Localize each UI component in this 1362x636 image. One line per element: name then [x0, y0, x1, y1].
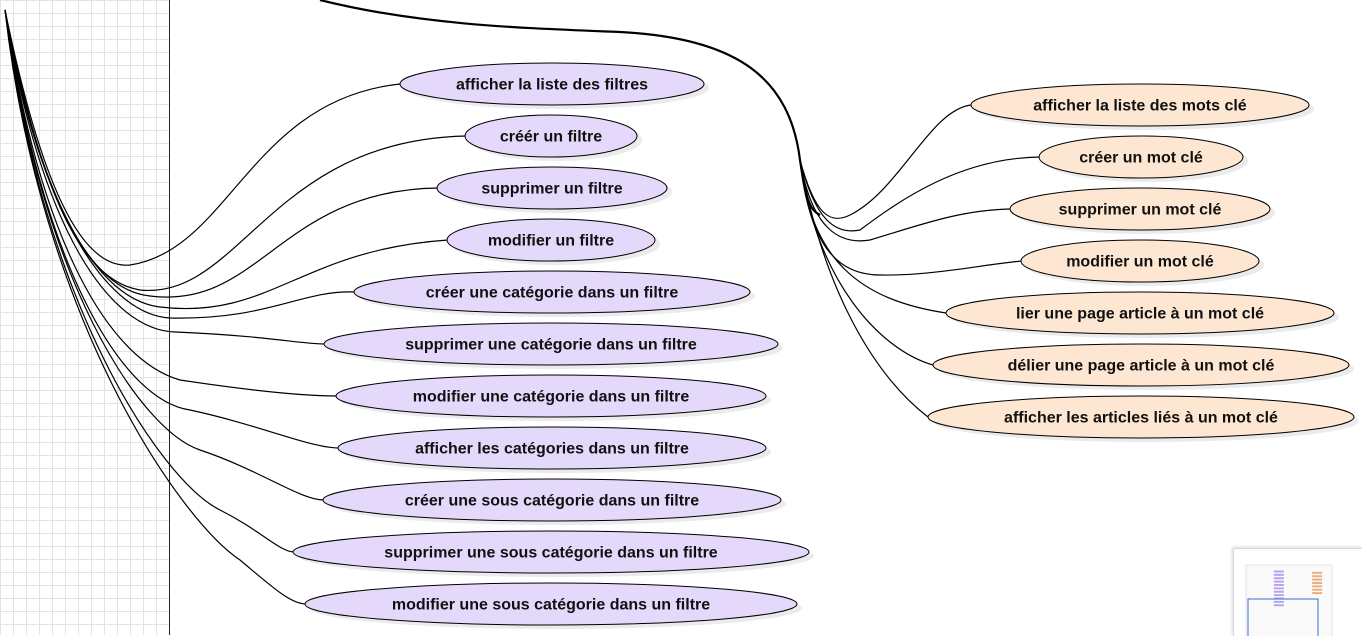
keyword-use-case[interactable]: modifier un mot clé: [1020, 239, 1264, 286]
keyword-use-case[interactable]: afficher les articles liés à un mot clé: [927, 395, 1359, 442]
keyword-use-case-label: modifier un mot clé: [1066, 254, 1214, 271]
node-ellipse: [1038, 135, 1244, 179]
keyword-use-case[interactable]: supprimer un mot clé: [1009, 187, 1275, 234]
keyword-use-case-label: délier une page article à un mot clé: [1008, 358, 1275, 375]
minimap[interactable]: [1233, 548, 1362, 636]
minimap-node: [1273, 600, 1284, 603]
node-ellipse: [1009, 187, 1271, 231]
filter-connector: [4, 9, 326, 345]
node-ellipse: [446, 218, 656, 262]
node-ellipse: [399, 62, 705, 106]
node-ellipse: [353, 270, 751, 314]
filter-connector: [4, 9, 325, 501]
filter-connector: [4, 9, 307, 605]
minimap-node: [1312, 571, 1323, 574]
node-ellipse: [927, 395, 1355, 439]
node-ellipse: [304, 582, 798, 626]
keyword-use-case-label: afficher la liste des mots clé: [1033, 98, 1247, 115]
filter-connector: [4, 9, 401, 266]
minimap-viewport[interactable]: [1247, 598, 1319, 636]
minimap-node: [1273, 577, 1284, 580]
filter-use-case[interactable]: créér un filtre: [464, 114, 642, 161]
filter-use-case[interactable]: supprimer une sous catégorie dans un fil…: [292, 530, 814, 577]
minimap-node: [1312, 581, 1323, 584]
node-ellipse: [945, 291, 1335, 335]
filter-use-case-label: afficher les catégories dans un filtre: [415, 441, 689, 458]
filter-connector: [4, 9, 338, 397]
node-ellipse: [337, 426, 767, 470]
filter-use-case-label: modifier une sous catégorie dans un filt…: [392, 597, 710, 614]
node-ellipse: [335, 374, 767, 418]
filter-use-case[interactable]: supprimer un filtre: [436, 166, 672, 213]
keyword-use-case-label: créer un mot clé: [1079, 150, 1203, 167]
filter-use-case[interactable]: afficher les catégories dans un filtre: [337, 426, 771, 473]
minimap-node: [1273, 580, 1284, 583]
keyword-connector: [799, 159, 934, 366]
filter-use-case[interactable]: supprimer une catégorie dans un filtre: [323, 322, 783, 369]
minimap-node: [1312, 585, 1323, 588]
filter-use-case[interactable]: créer une sous catégorie dans un filtre: [322, 478, 786, 525]
keyword-connector: [799, 159, 947, 314]
keyword-use-case[interactable]: créer un mot clé: [1038, 135, 1248, 182]
filter-connector: [4, 9, 295, 553]
node-ellipse: [323, 322, 779, 366]
node-ellipse: [932, 343, 1350, 387]
filter-connector: [4, 9, 356, 319]
keyword-connector: [799, 159, 929, 418]
keyword-use-case-label: supprimer un mot clé: [1059, 202, 1222, 219]
minimap-node: [1273, 594, 1284, 597]
filter-use-case[interactable]: afficher la liste des filtres: [399, 62, 709, 109]
node-ellipse: [970, 83, 1310, 127]
minimap-node: [1273, 573, 1284, 576]
node-ellipse: [436, 166, 668, 210]
node-ellipse: [464, 114, 638, 158]
filter-use-case-label: créer une sous catégorie dans un filtre: [405, 493, 699, 510]
minimap-node: [1273, 587, 1284, 590]
keyword-use-case[interactable]: délier une page article à un mot clé: [932, 343, 1354, 390]
filter-use-case-label: supprimer un filtre: [481, 181, 622, 198]
filter-connector: [4, 9, 449, 310]
filter-use-case-label: créer une catégorie dans un filtre: [426, 285, 679, 302]
minimap-node: [1273, 570, 1284, 573]
filter-use-case-label: modifier une catégorie dans un filtre: [413, 389, 690, 406]
minimap-node: [1273, 604, 1284, 607]
filter-connector: [4, 9, 467, 291]
filter-use-case-label: créér un filtre: [500, 129, 602, 146]
filter-use-case[interactable]: créer une catégorie dans un filtre: [353, 270, 755, 317]
minimap-node: [1312, 588, 1323, 591]
keyword-use-case[interactable]: lier une page article à un mot clé: [945, 291, 1339, 338]
keyword-use-case-label: lier une page article à un mot clé: [1016, 306, 1264, 323]
minimap-node: [1312, 578, 1323, 581]
use-case-nodes: afficher la liste des filtres créér un fi…: [292, 62, 1359, 629]
node-ellipse: [292, 530, 810, 574]
filter-connector: [4, 9, 439, 298]
minimap-node: [1312, 592, 1323, 595]
keyword-use-case[interactable]: afficher la liste des mots clé: [970, 83, 1314, 130]
minimap-node: [1273, 583, 1284, 586]
filter-use-case-label: supprimer une sous catégorie dans un fil…: [384, 545, 718, 562]
connector-lines: [4, 0, 1041, 605]
filter-use-case[interactable]: modifier un filtre: [446, 218, 660, 265]
keyword-use-case-label: afficher les articles liés à un mot clé: [1004, 410, 1278, 427]
filter-use-case[interactable]: modifier une sous catégorie dans un filt…: [304, 582, 802, 629]
node-ellipse: [322, 478, 782, 522]
filter-connector: [4, 9, 340, 449]
filter-use-case-label: supprimer une catégorie dans un filtre: [405, 337, 697, 354]
filter-use-case[interactable]: modifier une catégorie dans un filtre: [335, 374, 771, 421]
keyword-connector: [799, 156, 1041, 232]
filter-use-case-label: afficher la liste des filtres: [456, 77, 648, 94]
filter-use-case-label: modifier un filtre: [488, 233, 614, 250]
keyword-connector: [799, 159, 1011, 242]
node-ellipse: [1020, 239, 1260, 283]
keyword-connector: [799, 104, 972, 219]
minimap-preview: [1245, 564, 1333, 636]
minimap-node: [1312, 575, 1323, 578]
minimap-node: [1273, 590, 1284, 593]
